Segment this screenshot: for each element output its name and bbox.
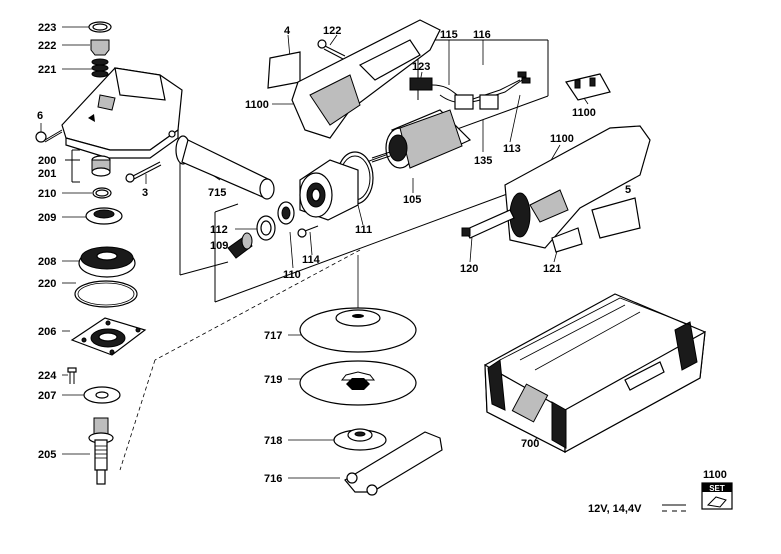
bushing-201 [91, 155, 111, 177]
carry-case-700 [484, 293, 706, 454]
part-labels: 223 222 221 6 200 201 210 209 208 220 20… [37, 22, 727, 515]
label-222: 222 [38, 40, 56, 52]
label-206: 206 [38, 326, 56, 338]
dc-symbol-icon [662, 504, 686, 512]
label-6: 6 [37, 110, 43, 122]
contact-120 [461, 209, 515, 239]
spindle-205 [88, 417, 114, 485]
button-121 [551, 227, 583, 253]
label-123: 123 [412, 61, 430, 73]
connector-lines [40, 26, 589, 479]
label-114: 114 [302, 254, 321, 266]
side-handle-715 [168, 130, 275, 200]
housing-half-top [267, 19, 441, 139]
screw-114 [297, 225, 319, 238]
housing-half-bottom [504, 125, 651, 249]
label-220: 220 [38, 278, 56, 290]
voltage-label: 12V, 14,4V [588, 503, 642, 515]
label-716: 716 [264, 473, 282, 485]
label-224: 224 [38, 370, 57, 382]
screw-224 [67, 367, 77, 384]
label-207: 207 [38, 390, 56, 402]
flange-206 [70, 317, 147, 356]
set-badge-text: SET [709, 484, 725, 493]
label-110: 110 [283, 269, 301, 281]
label-210: 210 [38, 188, 56, 200]
label-120: 120 [460, 263, 478, 275]
backing-pad-717 [299, 307, 417, 353]
label-109: 109 [210, 240, 228, 252]
motor-105 [371, 109, 472, 169]
label-1100-switch: 1100 [572, 107, 596, 119]
spring-221 [91, 58, 109, 78]
label-1100-set: 1100 [703, 469, 727, 481]
label-201: 201 [38, 168, 56, 180]
label-717: 717 [264, 330, 282, 342]
label-122: 122 [323, 25, 341, 37]
label-121: 121 [543, 263, 561, 275]
label-113: 113 [503, 143, 521, 155]
label-116: 116 [473, 29, 491, 41]
label-1100-top: 1100 [245, 99, 269, 111]
nut-209 [85, 207, 123, 225]
label-223: 223 [38, 22, 56, 34]
label-221: 221 [38, 64, 56, 76]
label-718: 718 [264, 435, 282, 447]
plug-222 [90, 39, 110, 56]
bevel-gear-208 [78, 246, 136, 278]
sanding-disc-719 [299, 360, 417, 406]
flange-nut-718 [333, 428, 387, 451]
label-209: 209 [38, 212, 56, 224]
label-200: 200 [38, 155, 56, 167]
label-5: 5 [625, 184, 631, 196]
label-3: 3 [142, 187, 148, 199]
label-208: 208 [38, 256, 56, 268]
bearing-112 [256, 215, 276, 241]
pinion-109 [227, 232, 253, 259]
label-115: 115 [440, 29, 458, 41]
label-105: 105 [403, 194, 421, 206]
set-badge-icon: SET [701, 482, 733, 510]
label-111: 111 [355, 224, 372, 236]
washer-207 [83, 386, 121, 404]
label-4: 4 [284, 25, 291, 37]
o-ring-223 [88, 21, 112, 33]
label-135: 135 [474, 155, 492, 167]
label-112: 112 [210, 224, 228, 236]
screw-6 [35, 129, 63, 143]
ring-210 [92, 187, 112, 199]
label-1100-bottom: 1100 [550, 133, 574, 145]
label-205: 205 [38, 449, 56, 461]
wiring-harness [409, 71, 531, 110]
screw-3 [125, 161, 162, 183]
label-715: 715 [208, 187, 226, 199]
bearing-110 [277, 201, 295, 225]
label-700: 700 [521, 438, 539, 450]
switch-module [565, 73, 611, 101]
o-ring-220 [74, 280, 138, 308]
label-719: 719 [264, 374, 282, 386]
gear-head-111 [299, 151, 374, 221]
gear-housing [61, 67, 183, 159]
spanner-716 [344, 431, 443, 496]
